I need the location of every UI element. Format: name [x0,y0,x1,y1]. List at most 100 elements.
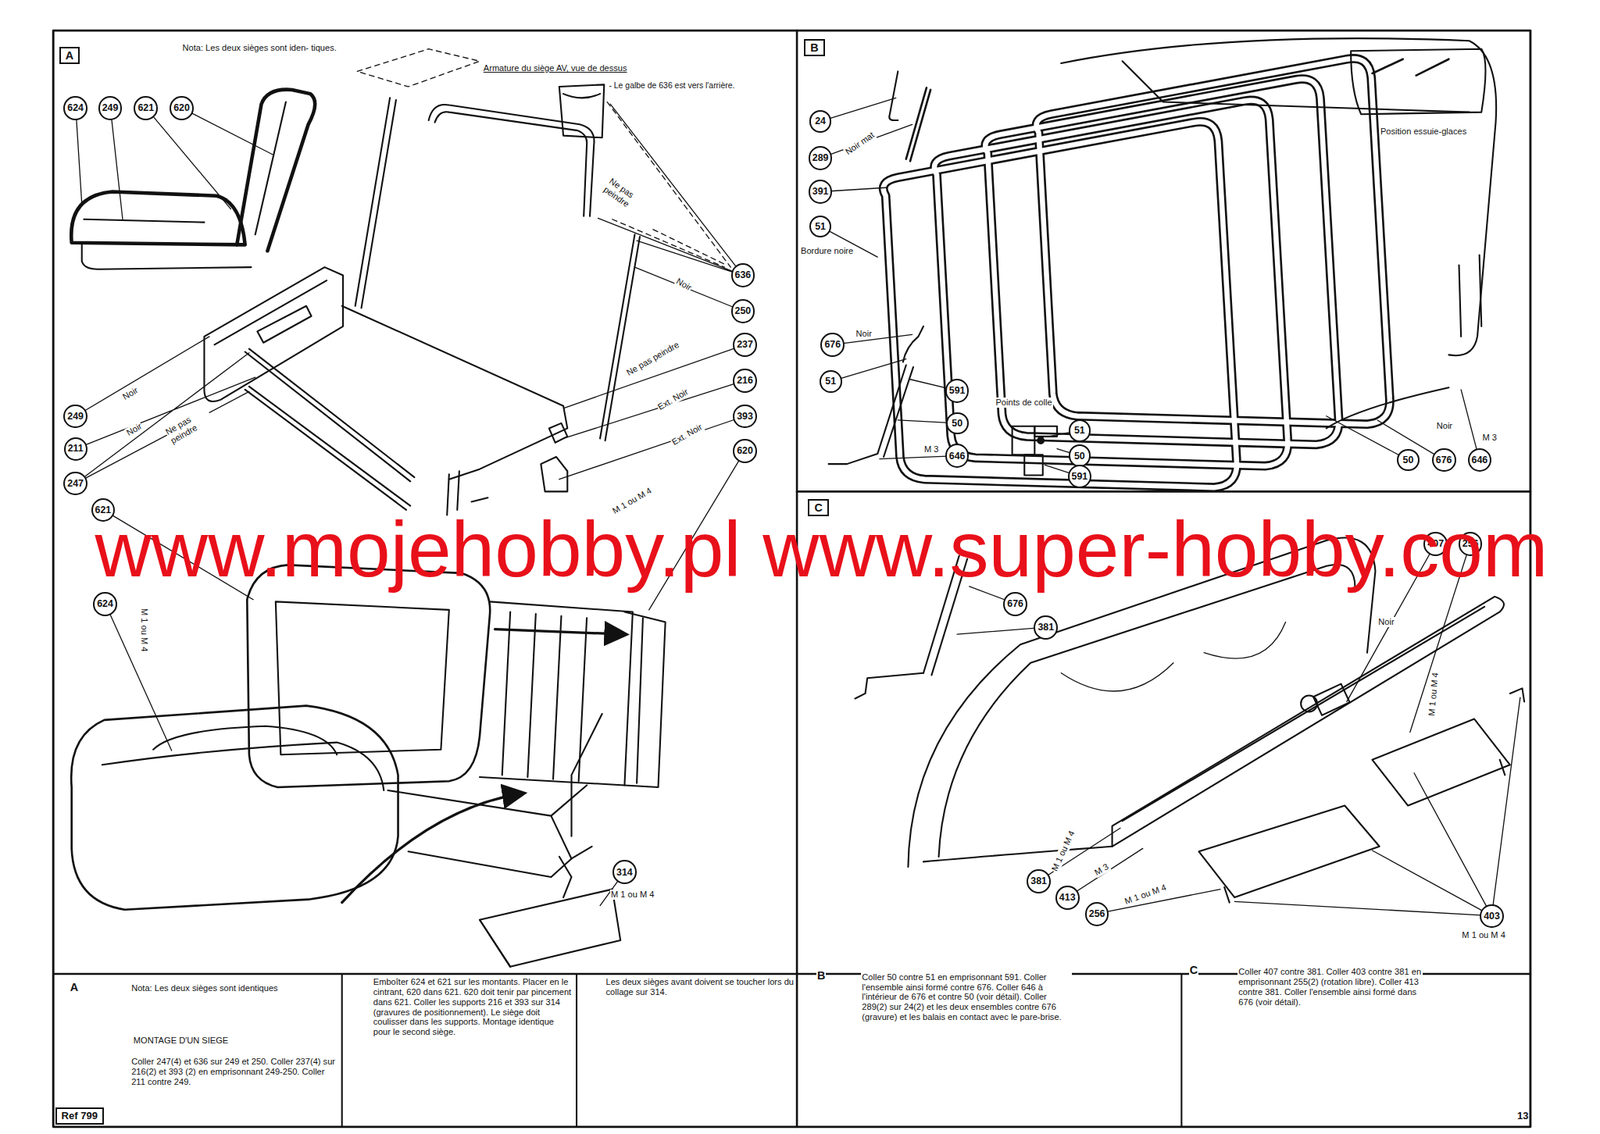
watermark: www.mojehobby.pl www.super-hobby.com [95,510,1549,589]
part-number: 211 [67,443,84,454]
annotation: MONTAGE D'UN SIEGE [132,1035,230,1047]
box-text: Ref 799 [61,1110,98,1122]
callout-number: 381 [1033,615,1058,640]
callout-number: 624 [63,96,88,121]
callout-number: 50 [946,412,969,436]
annotation: - Le galbe de 636 est vers l'arrière. [607,81,736,91]
annotation: Ne pas peindre [600,175,649,218]
part-number: 51 [814,221,826,232]
part-number: 247 [67,478,84,489]
annotation: M 1 ou M 4 [1049,828,1078,875]
annotation: Ne pas peindre [163,404,215,446]
callout-number: 314 [612,860,637,885]
part-number: 50 [951,418,963,429]
part-number: 676 [1007,599,1024,609]
callout-number: 403 [1479,904,1504,929]
callout-number: 50 [1068,444,1092,468]
annotation: M 3 [923,444,940,455]
part-number: 620 [173,103,190,113]
part-number: 314 [616,867,633,878]
annotation: Noir [120,385,141,403]
annotation: C [1189,964,1199,978]
part-number: 591 [1071,471,1089,482]
part-number: 216 [736,375,754,386]
callout-number: 250 [731,299,756,324]
annotation: Ne pas peindre [624,339,682,379]
callout-number: 51 [819,370,843,393]
annotation: M 1 ou M 4 [1426,671,1441,718]
callout-number: 256 [1085,902,1110,927]
callout-number: 676 [1432,448,1457,473]
callout-number: 51 [1068,419,1092,443]
annotation: M 3 [1092,861,1111,879]
instruction-text: Coller 50 contre 51 en emprisonnant 591.… [860,972,1072,1023]
callout-number: 591 [945,378,970,404]
callout-number: 621 [133,96,158,121]
callout-number: 620 [169,96,194,121]
annotation: Noir [1377,617,1395,628]
part-number: 289 [812,153,829,163]
part-number: 624 [96,599,114,609]
annotation: Noir [673,275,694,293]
callout-number: 381 [1026,869,1051,894]
part-number: 391 [812,186,829,197]
annotation: Position essuie-glaces [1379,126,1468,137]
part-number: 381 [1037,622,1054,633]
part-number: 50 [1403,455,1415,465]
annotation: A [69,981,79,995]
annotation: M 1 ou M 4 [1122,882,1168,908]
part-number: 676 [1435,455,1453,465]
callout-number: 620 [732,439,758,464]
annotation: Bordure noire [800,246,854,257]
annotation: Noir [1435,421,1454,432]
callout-number: 393 [732,404,758,429]
part-number: 24 [814,116,826,126]
part-number: 51 [825,376,836,386]
part-number: 393 [736,411,754,422]
part-number: 51 [1074,425,1086,436]
annotation: 13 [1516,1110,1530,1122]
annotation: M 1 ou M 4 [610,889,656,900]
part-number: 250 [735,306,752,316]
instruction-text: Nota: Les deux sièges sont iden- tiques. [181,42,352,54]
callout-number: 391 [808,179,833,204]
part-number: 381 [1030,876,1047,886]
panel-letter-box: B [803,39,825,57]
annotation: M 1 ou M 4 [139,607,150,654]
part-number: 403 [1483,911,1500,922]
part-number: 621 [137,103,154,113]
part-number: 50 [1074,451,1086,461]
box-text: B [810,42,818,54]
callout-number: 676 [1003,592,1028,617]
instruction-text: Coller 407 contre 381. Coller 403 contre… [1237,967,1423,1008]
part-number: 256 [1089,909,1106,919]
part-number: 249 [67,411,84,422]
part-number: 646 [1471,455,1489,465]
annotation: Noir mat [842,128,877,158]
callout-number: 247 [63,471,88,497]
instruction-text: Nota: Les deux sièges sont identiques [130,983,336,994]
callout-number: 591 [1067,464,1093,490]
callout-number: 249 [98,96,123,121]
instruction-text: Coller 247(4) et 636 sur 249 et 250. Col… [130,1057,336,1087]
part-number: 620 [736,446,754,456]
annotation: Points de colle [994,397,1053,408]
callout-number: 50 [1396,449,1420,472]
part-number: 249 [102,103,119,113]
reference-box: Ref 799 [55,1107,104,1125]
callout-number: 289 [808,146,833,171]
part-number: 413 [1059,892,1076,903]
callout-number: 676 [820,332,845,358]
callout-number: 646 [1467,448,1493,473]
part-number: 676 [824,339,841,350]
annotation: Noir [124,421,145,439]
callout-number: 211 [64,437,88,461]
callout-number: 24 [809,110,833,133]
part-number: 591 [949,385,966,396]
part-number: 624 [67,103,84,113]
part-number: 636 [735,270,752,280]
part-number: 646 [949,451,966,461]
annotation: M 3 [1481,432,1498,443]
panel-letter-box: A [59,46,80,65]
annotation: Noir [855,328,873,340]
